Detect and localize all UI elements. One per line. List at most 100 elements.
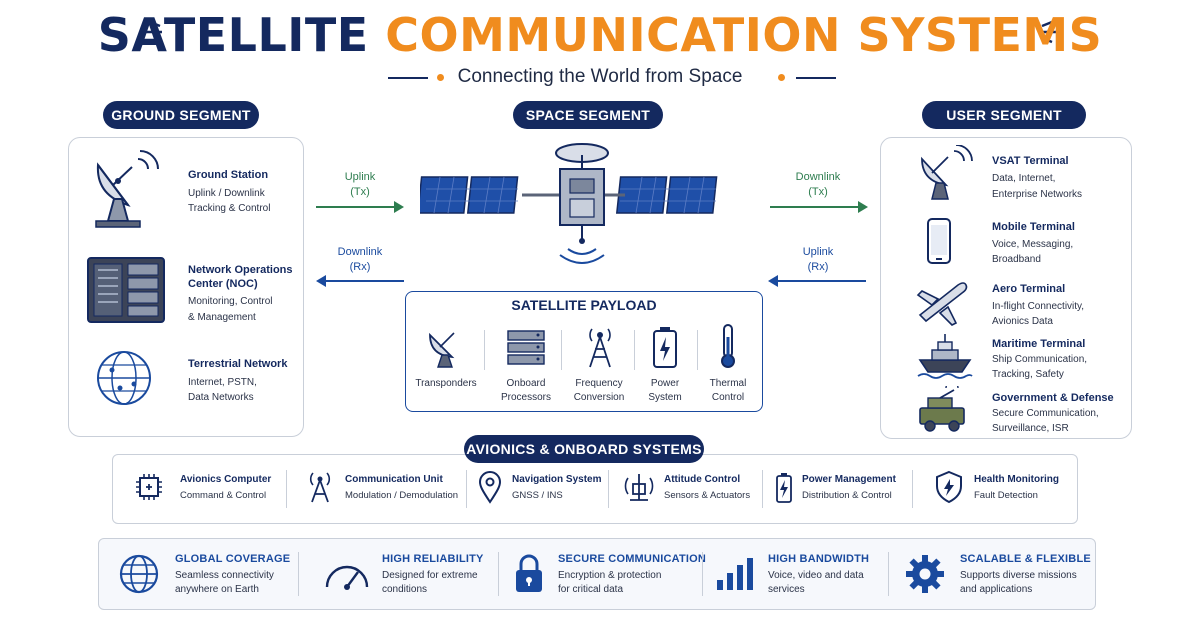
ship-icon — [917, 334, 973, 379]
mobile-phone-icon — [927, 218, 951, 264]
payload-frequency-line1: Frequency — [575, 378, 623, 389]
payload-processors: Onboard Processors — [486, 377, 566, 405]
vsat-title: VSAT Terminal — [992, 155, 1069, 167]
globe-icon — [119, 554, 159, 594]
avionics-divider — [762, 470, 763, 508]
user-segment-panel — [880, 137, 1132, 439]
mobile-title: Mobile Terminal — [992, 221, 1075, 233]
attitude-control-icon — [624, 474, 654, 501]
ground-station-desc-1: Uplink / Downlink — [188, 188, 265, 199]
gov-defense-desc-2: Surveillance, ISR — [992, 423, 1069, 434]
signal-bars-icon — [717, 558, 753, 590]
feature-secure-communication-desc-1: Encryption & protection — [558, 570, 662, 581]
gauge-icon — [325, 565, 369, 590]
subtitle: Connecting the World from Space — [457, 66, 743, 87]
thermometer-icon — [721, 324, 735, 368]
payload-divider — [697, 330, 698, 370]
server-rack-icon — [87, 257, 165, 323]
terrestrial-network-title: Terrestrial Network — [188, 358, 288, 370]
features-divider — [888, 552, 889, 596]
downlink-tx-right-line2: (Tx) — [808, 186, 828, 198]
subtitle-line-right — [796, 77, 836, 79]
user-segment-label: USER SEGMENT — [922, 101, 1086, 129]
payload-transponders: Transponders — [406, 377, 486, 391]
health-monitoring-title: Health Monitoring — [974, 474, 1059, 485]
subtitle-dot-left — [437, 74, 444, 81]
noc-desc-1: Monitoring, Control — [188, 296, 273, 307]
terrestrial-network-desc-2: Data Networks — [188, 392, 254, 403]
uplink-tx-label-left: Uplink (Tx) — [330, 170, 390, 200]
feature-scalable-flexible-desc-2: and applications — [960, 584, 1033, 595]
title-part-2: COMMUNICATION SYSTEMS — [385, 8, 1103, 62]
payload-thermal: Thermal Control — [688, 377, 768, 405]
navigation-system-desc: GNSS / INS — [512, 490, 563, 501]
lock-icon — [516, 554, 542, 592]
maritime-desc-1: Ship Communication, — [992, 354, 1088, 365]
feature-high-reliability-title: HIGH RELIABILITY — [382, 553, 484, 565]
feature-secure-communication-title: SECURE COMMUNICATION — [558, 553, 707, 565]
subtitle-dot-right — [778, 74, 785, 81]
maritime-desc-2: Tracking, Safety — [992, 369, 1064, 380]
feature-secure-communication-desc-2: for critical data — [558, 584, 624, 595]
maritime-title: Maritime Terminal — [992, 338, 1086, 350]
noc-title-1: Network Operations — [188, 264, 293, 276]
avionics-computer-desc: Command & Control — [180, 490, 267, 501]
downlink-arrow-left — [316, 275, 404, 287]
decor-lines-right-icon — [1040, 20, 1058, 44]
antenna-tower-icon — [589, 328, 611, 368]
uplink-arrow-left — [316, 201, 404, 213]
processor-icon — [507, 330, 545, 365]
mobile-desc-2: Broadband — [992, 254, 1041, 265]
avionics-divider — [466, 470, 467, 508]
feature-high-reliability-desc-2: conditions — [382, 584, 428, 595]
payload-divider — [634, 330, 635, 370]
payload-thermal-line2: Control — [711, 392, 745, 403]
uplink-rx-label-right: Uplink (Rx) — [788, 245, 848, 275]
title-part-1: SATELLITE — [97, 8, 369, 62]
payload-power-line2: System — [648, 392, 682, 403]
gov-defense-title: Government & Defense — [992, 392, 1114, 404]
ground-station-title: Ground Station — [188, 169, 269, 181]
payload-frequency-line2: Conversion — [573, 392, 625, 403]
transponder-dish-icon — [429, 332, 455, 368]
military-vehicle-icon — [919, 386, 965, 432]
communication-unit-title: Communication Unit — [345, 474, 443, 485]
aero-title: Aero Terminal — [992, 283, 1066, 295]
radio-tower-icon — [309, 472, 331, 503]
satellite-payload-panel — [405, 291, 763, 412]
feature-scalable-flexible-desc-1: Supports diverse missions — [960, 570, 1077, 581]
feature-high-bandwidth-desc-1: Voice, video and data — [768, 570, 864, 581]
decor-lines-left-icon — [144, 20, 162, 44]
avionics-title: AVIONICS & ONBOARD SYSTEMS — [464, 435, 704, 463]
shield-icon — [936, 470, 962, 504]
noc-title-2: Center (NOC) — [188, 278, 258, 290]
uplink-tx-left-line1: Uplink — [344, 171, 376, 183]
features-divider — [298, 552, 299, 596]
payload-title: SATELLITE PAYLOAD — [511, 297, 657, 313]
chip-icon — [136, 474, 162, 500]
satellite-dish-icon — [95, 150, 159, 228]
attitude-control-title: Attitude Control — [664, 474, 741, 485]
downlink-rx-label-left: Downlink (Rx) — [330, 245, 390, 275]
vsat-desc-2: Enterprise Networks — [992, 189, 1083, 200]
gear-icon — [906, 555, 944, 593]
communication-unit-desc: Modulation / Demodulation — [345, 490, 459, 501]
feature-global-coverage-desc-2: anywhere on Earth — [175, 584, 259, 595]
aero-desc-2: Avionics Data — [992, 316, 1053, 327]
payload-thermal-line1: Thermal — [709, 378, 747, 389]
noc-desc-2: & Management — [188, 312, 256, 323]
uplink-arrow-right — [768, 275, 866, 287]
feature-high-bandwidth-title: HIGH BANDWIDTH — [768, 553, 870, 565]
feature-global-coverage-desc-1: Seamless connectivity — [175, 570, 274, 581]
vsat-dish-icon — [921, 145, 973, 200]
feature-scalable-flexible-title: SCALABLE & FLEXIBLE — [960, 553, 1091, 565]
feature-high-bandwidth-desc-2: services — [768, 584, 805, 595]
payload-processors-line2: Processors — [500, 392, 551, 403]
page-title: SATELLITE COMMUNICATION SYSTEMS — [0, 8, 1200, 62]
power-management-desc: Distribution & Control — [802, 490, 892, 501]
vsat-desc-1: Data, Internet, — [992, 173, 1056, 184]
subtitle-row: Connecting the World from Space — [0, 66, 1200, 88]
feature-high-reliability-desc-1: Designed for extreme — [382, 570, 478, 581]
payload-divider — [484, 330, 485, 370]
uplink-rx-right-line2: (Rx) — [807, 261, 829, 273]
